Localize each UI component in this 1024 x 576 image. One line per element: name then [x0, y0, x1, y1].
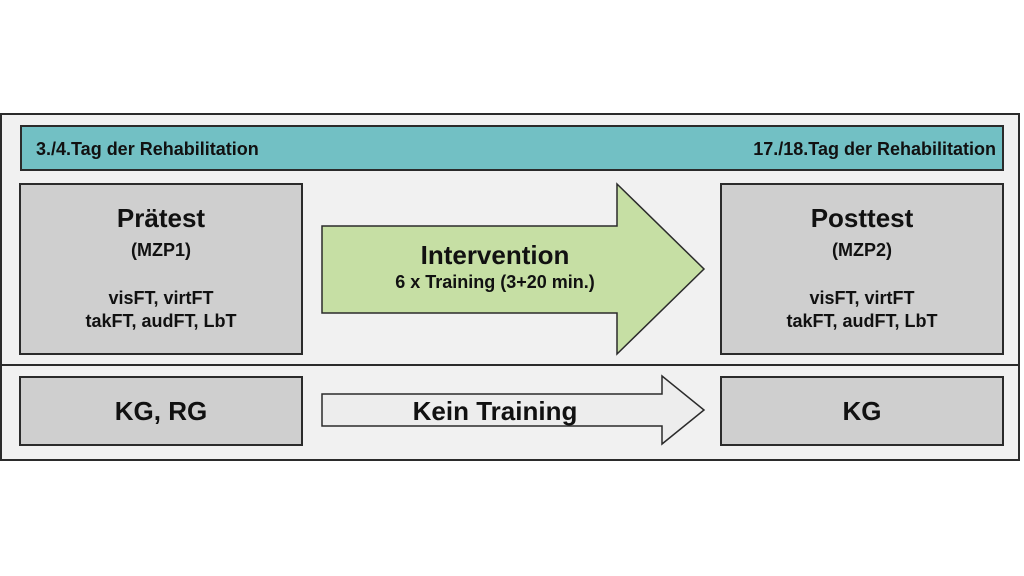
control-post-box: KG: [720, 376, 1004, 446]
posttest-code: (MZP2): [832, 240, 892, 260]
posttest-measures-line1: visFT, virtFT: [809, 288, 915, 308]
intervention-detail: 6 x Training (3+20 min.): [395, 272, 595, 292]
pretest-box: Prätest (MZP1) visFT, virtFT takFT, audF…: [19, 183, 303, 355]
control-groups-box: KG, RG: [19, 376, 303, 446]
control-post-label: KG: [842, 396, 882, 426]
posttest-measures-line2: takFT, audFT, LbT: [786, 311, 938, 331]
posttest-title: Posttest: [810, 203, 914, 233]
posttest-box: Posttest (MZP2) visFT, virtFT takFT, aud…: [720, 183, 1004, 355]
pretest-measures: visFT, virtFT takFT, audFT, LbT: [21, 287, 301, 333]
pretest-title: Prätest: [116, 203, 206, 233]
timeline-bar: 3./4.Tag der Rehabilitation 17./18.Tag d…: [20, 125, 1004, 171]
timeline-end-label: 17./18.Tag der Rehabilitation: [753, 139, 996, 159]
timeline-start-label: 3./4.Tag der Rehabilitation: [36, 139, 259, 159]
control-groups-label: KG, RG: [114, 396, 208, 426]
intervention-title: Intervention: [420, 240, 570, 270]
intervention-arrow: [321, 182, 706, 356]
control-arrow: [321, 374, 706, 446]
group-divider-line: [0, 364, 1020, 366]
pretest-code: (MZP1): [131, 240, 191, 260]
no-training-label: Kein Training: [412, 396, 578, 426]
posttest-measures: visFT, virtFT takFT, audFT, LbT: [722, 287, 1002, 333]
pretest-measures-line2: takFT, audFT, LbT: [85, 311, 237, 331]
pretest-measures-line1: visFT, virtFT: [108, 288, 214, 308]
